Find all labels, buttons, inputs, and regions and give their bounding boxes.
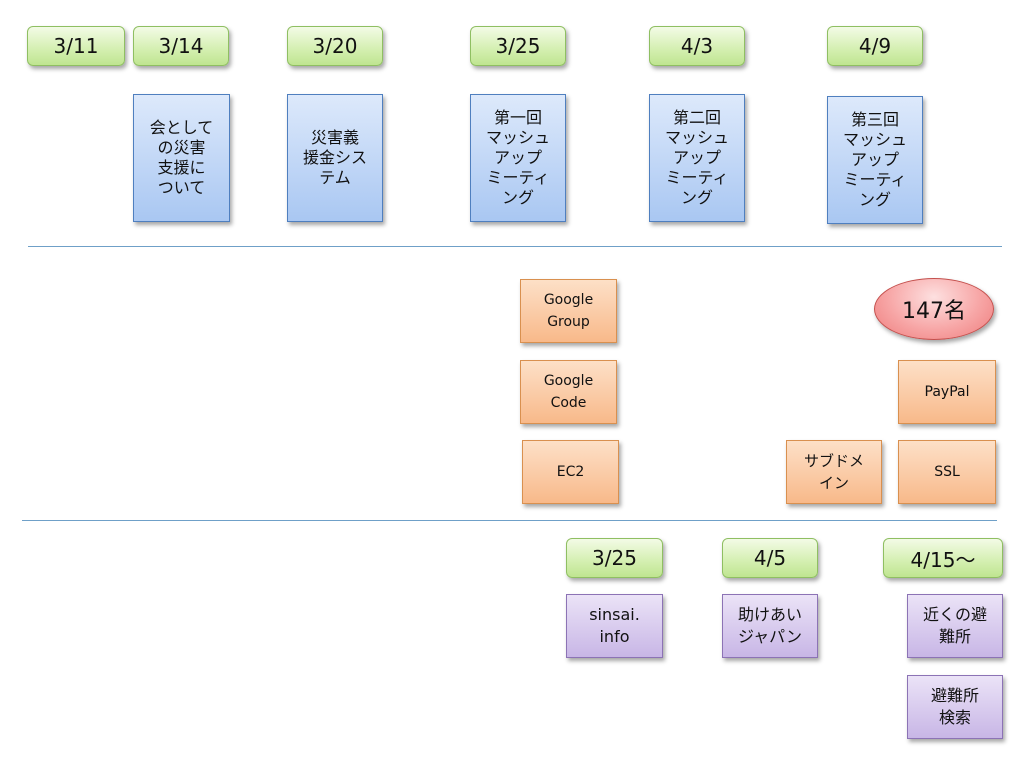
- event-box-donation-system: 災害義 援金シス テム: [287, 94, 383, 222]
- date-label-3-25: 3/25: [470, 26, 566, 66]
- tool-box-ssl: SSL: [898, 440, 996, 504]
- tool-box-paypal: PayPal: [898, 360, 996, 424]
- tool-box-google-group: Google Group: [520, 279, 617, 343]
- section-divider-top: [28, 246, 1002, 247]
- event-box-association-support: 会として の災害 支援に ついて: [133, 94, 230, 222]
- section-divider-bottom: [22, 520, 997, 521]
- event-box-mashup-meeting-1: 第一回 マッシュ アップ ミーティ ング: [470, 94, 566, 222]
- service-box-sinsai-info: sinsai. info: [566, 594, 663, 658]
- tool-box-google-code: Google Code: [520, 360, 617, 424]
- tool-box-subdomain: サブドメ イン: [786, 440, 882, 504]
- service-box-nearby-shelters: 近くの避 難所: [907, 594, 1003, 658]
- date-label-3-25-bottom: 3/25: [566, 538, 663, 578]
- date-label-3-20: 3/20: [287, 26, 383, 66]
- participants-count-ellipse: 147名: [874, 278, 994, 340]
- service-box-tasukeai-japan: 助けあい ジャパン: [722, 594, 818, 658]
- date-label-3-14: 3/14: [133, 26, 229, 66]
- tool-box-ec2: EC2: [522, 440, 619, 504]
- date-label-4-15: 4/15〜: [883, 538, 1003, 578]
- date-label-4-5: 4/5: [722, 538, 818, 578]
- event-box-mashup-meeting-3: 第三回 マッシュ アップ ミーティ ング: [827, 96, 923, 224]
- service-box-shelter-search: 避難所 検索: [907, 675, 1003, 739]
- date-label-4-9: 4/9: [827, 26, 923, 66]
- event-box-mashup-meeting-2: 第二回 マッシュ アップ ミーティ ング: [649, 94, 745, 222]
- date-label-4-3: 4/3: [649, 26, 745, 66]
- date-label-3-11: 3/11: [27, 26, 125, 66]
